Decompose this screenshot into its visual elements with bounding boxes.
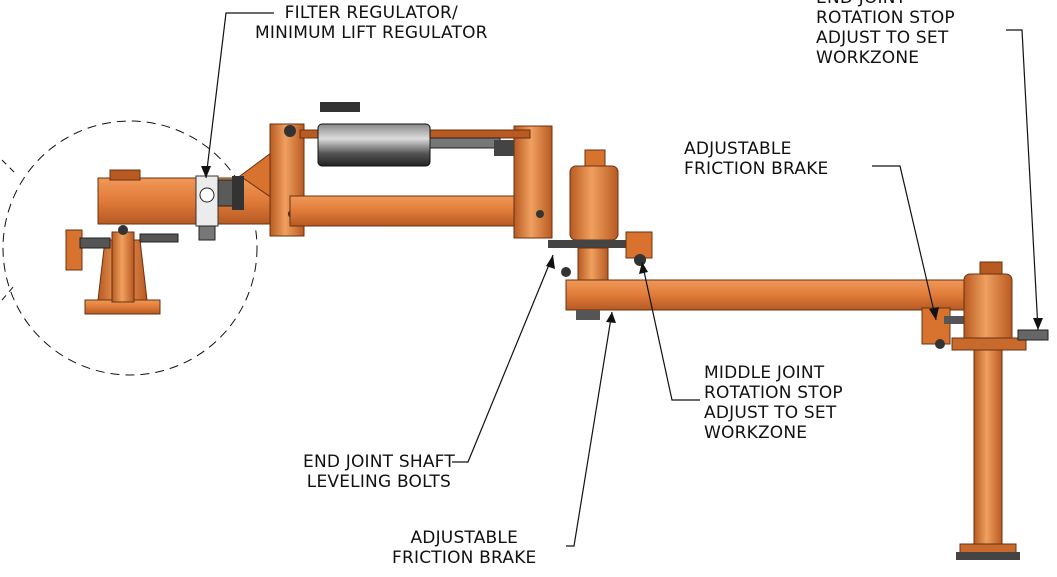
callout-friction-brake-upper: ADJUSTABLE FRICTION BRAKE [684,139,828,179]
end-joint-post [951,261,1049,560]
callout-line: ADJUST TO SET [816,28,949,48]
callout-middle-joint-stop: MIDDLE JOINT ROTATION STOP ADJUST TO SET… [704,363,843,443]
callout-line: FILTER REGULATOR/ [284,3,458,23]
callout-line: ROTATION STOP [816,8,955,28]
base-pedestal [65,225,179,315]
callout-line: ROTATION STOP [704,383,843,403]
filter-regulator-unit [195,175,244,241]
callout-friction-brake-lower: ADJUSTABLE FRICTION BRAKE [392,528,536,568]
middle-joint [548,149,653,283]
detail-circle [2,120,258,376]
callout-line: MIDDLE JOINT [704,363,825,383]
callout-line: END JOINT [816,0,955,8]
callout-line: MINIMUM LIFT REGULATOR [255,23,488,43]
callout-line: FRICTION BRAKE [392,548,537,568]
callout-filter-regulator: FILTER REGULATOR/ MINIMUM LIFT REGULATOR [255,3,488,43]
leader-lines [205,12,1039,547]
callout-line: LEVELING BOLTS [306,472,451,492]
callout-end-joint-stop: END JOINT ROTATION STOP ADJUST TO SET WO… [816,0,955,68]
callout-line: END JOINT SHAFT [303,452,455,472]
callout-line: ADJUSTABLE [684,139,792,159]
detail-circle-tail [1,159,15,301]
callout-line: WORKZONE [704,423,808,443]
callout-line: FRICTION BRAKE [684,159,829,179]
leader-arrowheads [201,166,1043,330]
callout-end-joint-leveling: END JOINT SHAFT LEVELING BOLTS [303,452,455,492]
callout-line: ADJUST TO SET [704,403,837,423]
lift-cylinder [317,102,514,167]
outer-boom [565,279,977,349]
callout-line: WORKZONE [816,48,920,68]
callout-line: ADJUSTABLE [410,528,519,548]
